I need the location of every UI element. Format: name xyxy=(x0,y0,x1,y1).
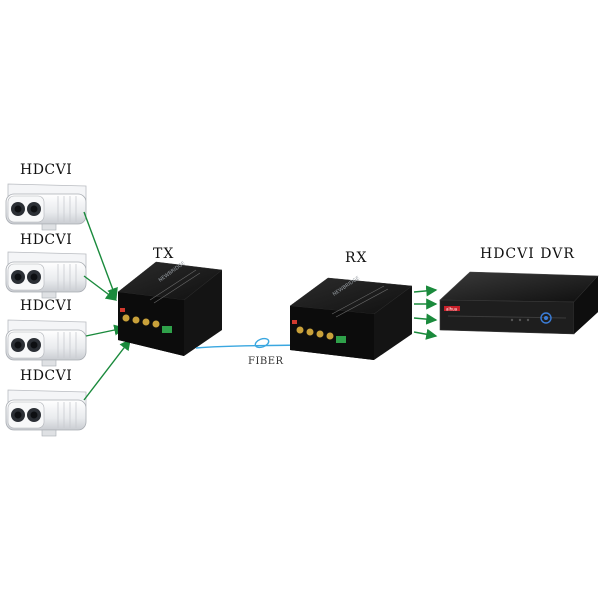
arrow-dvr-4 xyxy=(413,328,438,340)
tx-device: NEWBRIDGE xyxy=(117,260,223,356)
power-ring-icon xyxy=(540,312,552,324)
rx-label: RX xyxy=(345,250,368,266)
dvr-brand: alhua xyxy=(446,307,458,312)
tx-label: TX xyxy=(153,246,175,262)
dvr-label: HDCVI DVR xyxy=(480,246,575,262)
camera-3-label: HDCVI xyxy=(20,298,73,314)
rx-to-dvr-arrows xyxy=(413,285,438,340)
arrow-camera-4 xyxy=(83,338,131,401)
arrow-camera-2 xyxy=(83,275,118,301)
dvr-device: alhua xyxy=(439,271,599,335)
camera-1 xyxy=(5,183,87,231)
camera-4 xyxy=(5,389,87,437)
arrow-camera-1 xyxy=(83,211,118,300)
fiber-label: FIBER xyxy=(248,356,284,367)
camera-2 xyxy=(5,251,87,299)
rx-device: NEWBRIDGE xyxy=(289,275,413,360)
camera-to-tx-arrows xyxy=(83,211,131,401)
camera-2-label: HDCVI xyxy=(20,232,73,248)
arrow-camera-3 xyxy=(85,324,126,337)
arrow-dvr-1 xyxy=(413,285,438,297)
camera-4-label: HDCVI xyxy=(20,368,73,384)
dvr-brand-badge xyxy=(444,306,460,311)
camera-1-label: HDCVI xyxy=(20,162,73,178)
arrow-dvr-3 xyxy=(413,313,438,325)
camera-3 xyxy=(5,319,87,367)
